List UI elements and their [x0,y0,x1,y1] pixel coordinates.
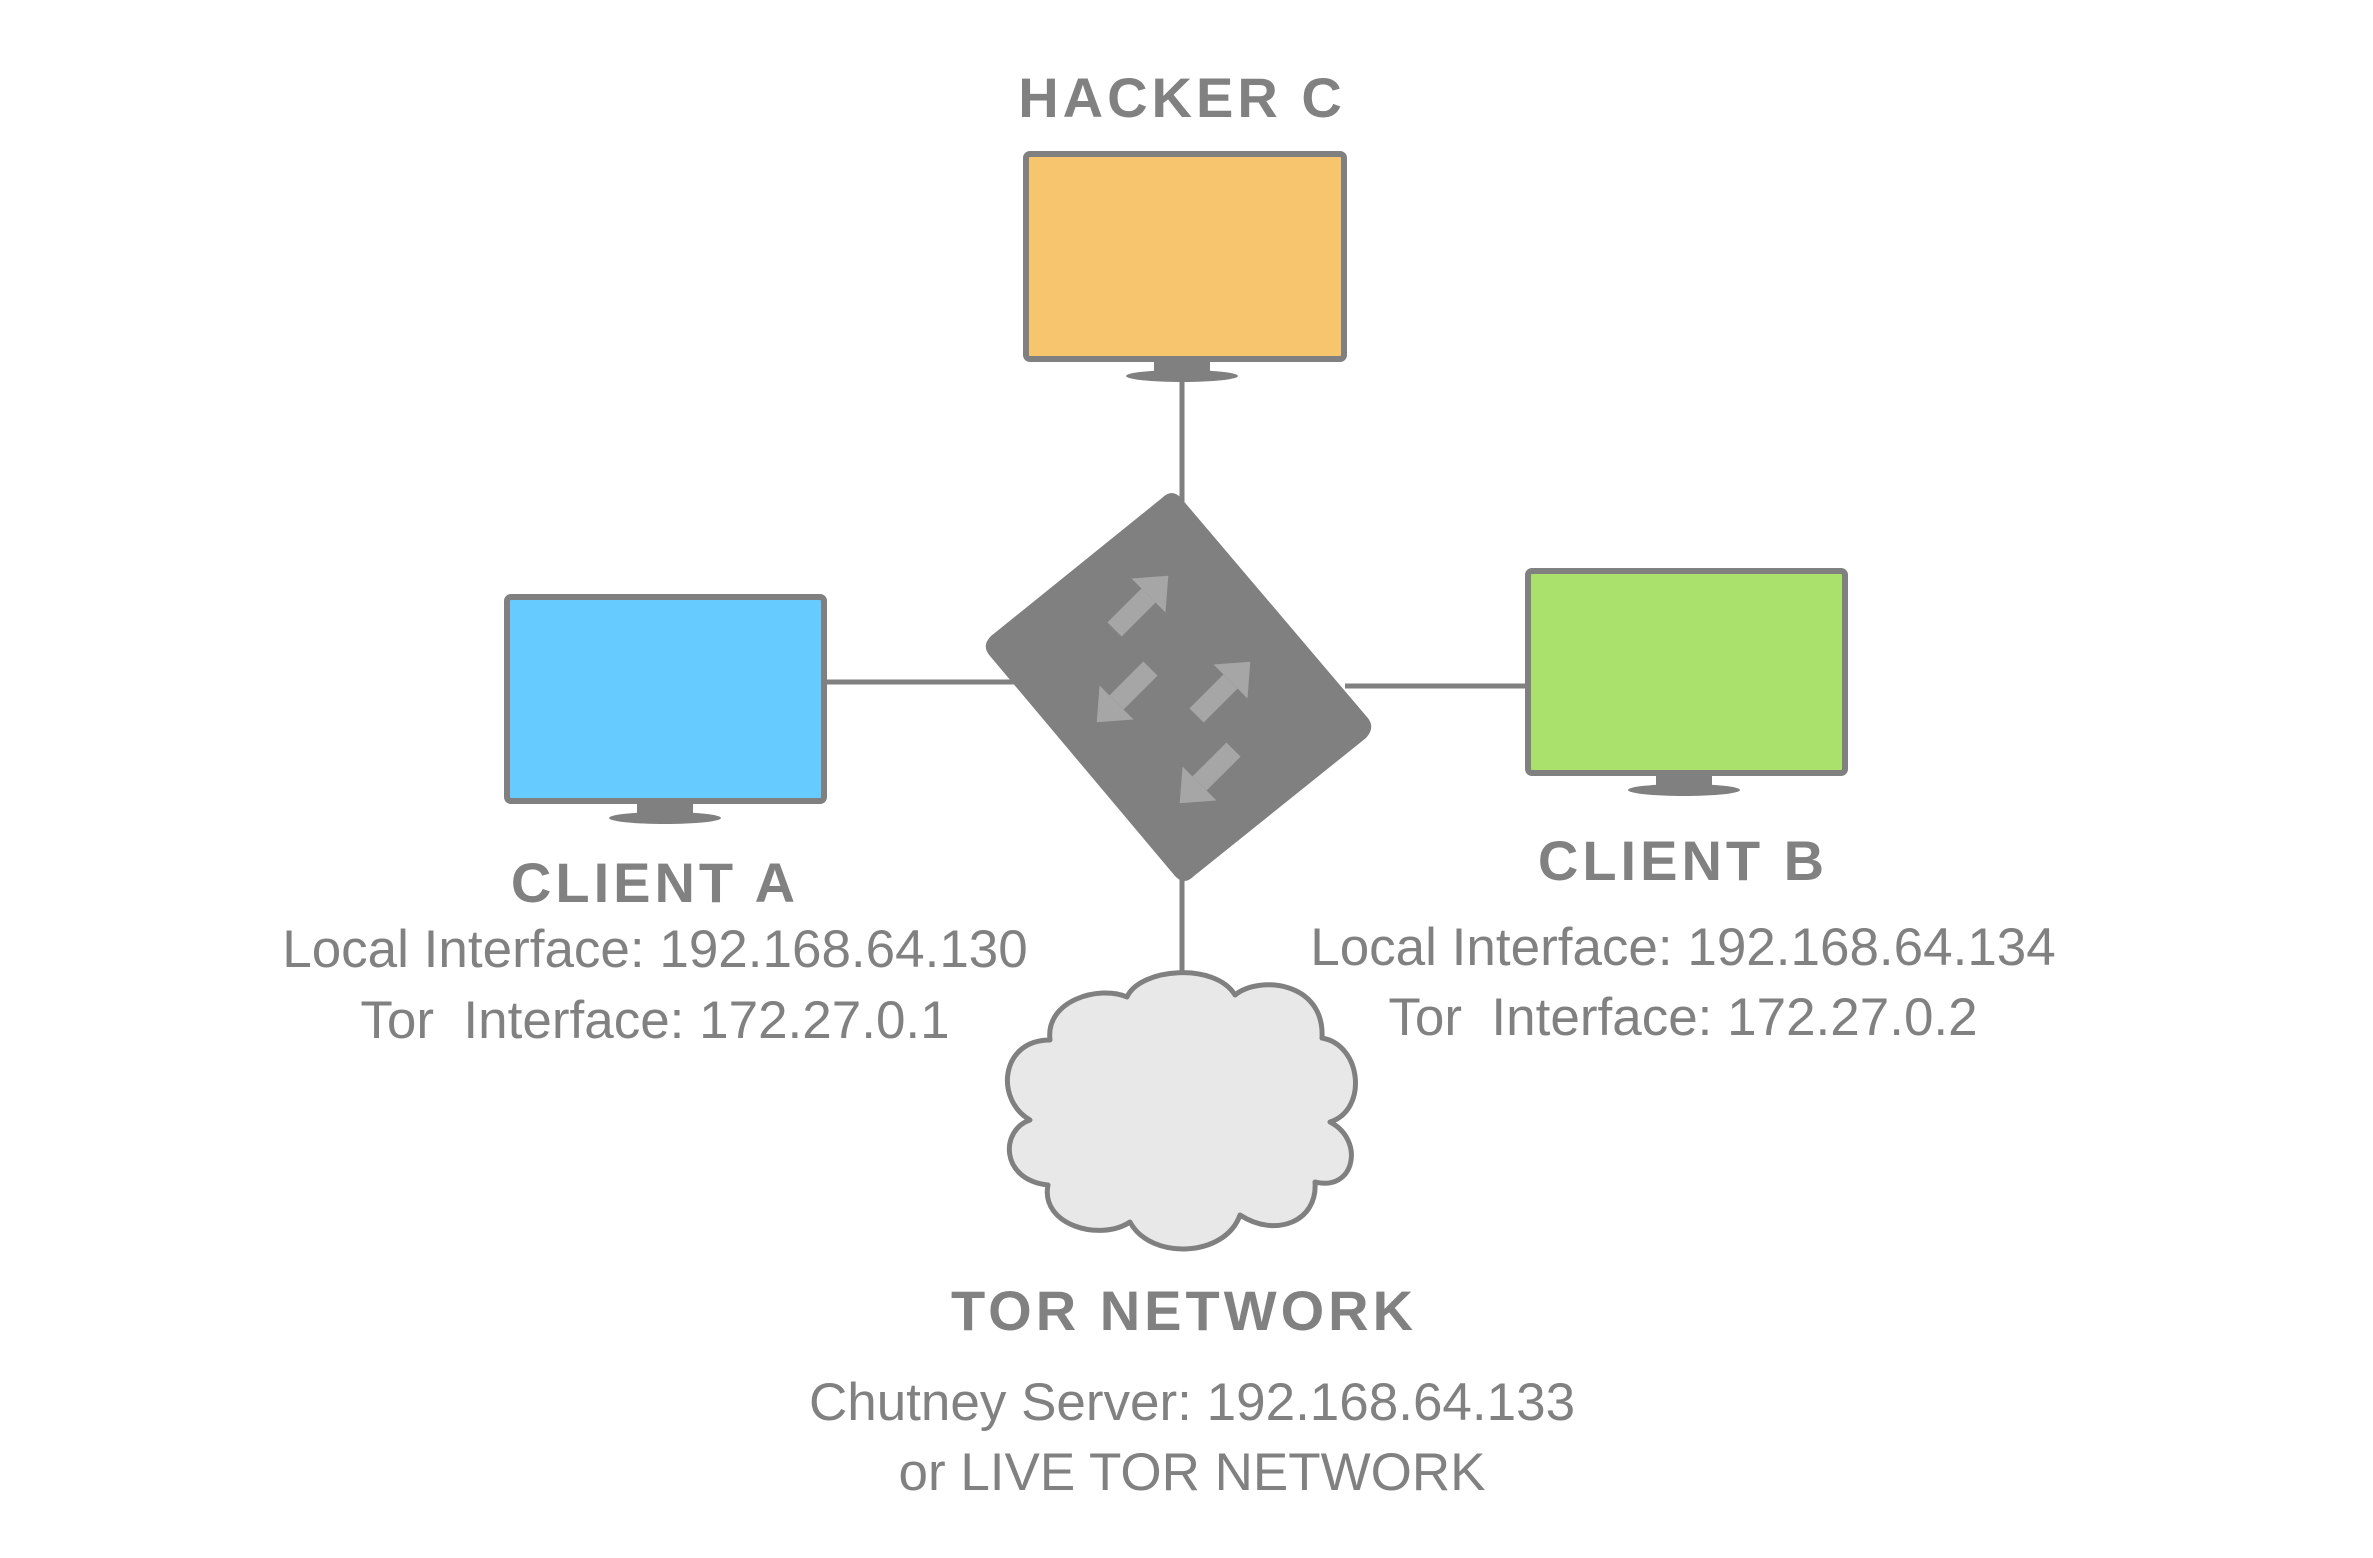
arrow-down-left-icon [1179,742,1241,804]
client-b-title: CLIENT B [1538,829,1828,892]
switch-arrows [1096,575,1251,804]
hacker-c-screen [1023,151,1347,362]
arrow-up-right-icon [1189,661,1251,723]
monitor-icon [1525,568,1848,796]
monitor-icon [504,594,827,824]
arrow-down-left-icon [1096,661,1158,723]
monitor-icon [1023,151,1347,382]
client-a-local-interface: Local Interface: 192.168.64.130 [282,920,1028,979]
client-b-local-interface: Local Interface: 192.168.64.134 [1310,918,2056,977]
client-a-screen [504,594,827,804]
client-b-screen [1525,568,1848,776]
cloud-icon [1005,970,1358,1252]
tor-network-node: TOR NETWORK Chutney Server: 192.168.64.1… [809,970,1575,1502]
tor-network-title: TOR NETWORK [951,1279,1417,1342]
monitor-base [1126,370,1238,382]
cloud-shape [1005,970,1358,1252]
client-a-tor-interface: Tor Interface: 172.27.0.1 [360,991,949,1050]
monitor-base [609,812,721,824]
monitor-stand [637,801,693,815]
monitor-stand [1154,359,1210,373]
client-b-tor-interface: Tor Interface: 172.27.0.2 [1388,988,1977,1047]
client-a-title: CLIENT A [511,851,799,914]
client-b-node: CLIENT B Local Interface: 192.168.64.134… [1310,568,2056,1047]
live-tor-network-label: or LIVE TOR NETWORK [898,1443,1485,1502]
hacker-c-node: HACKER C [1018,66,1347,382]
network-switch-icon [985,493,1372,881]
connection-lines [824,374,1526,975]
chutney-server-label: Chutney Server: 192.168.64.133 [809,1373,1575,1432]
monitor-stand [1656,773,1712,787]
arrow-up-right-icon [1107,575,1169,637]
switch-body [985,493,1372,881]
client-a-node: CLIENT A Local Interface: 192.168.64.130… [282,594,1028,1050]
monitor-base [1628,784,1740,796]
hacker-c-title: HACKER C [1018,66,1346,129]
